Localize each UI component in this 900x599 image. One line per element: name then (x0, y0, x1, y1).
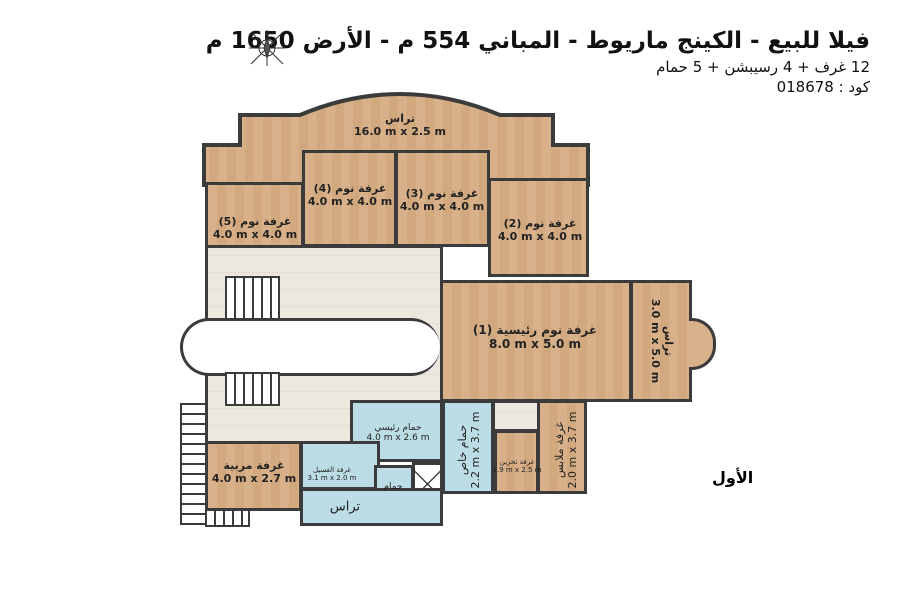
service-staircase (205, 509, 250, 527)
stair-void (180, 318, 440, 376)
room-dim: 3.1 m x 2.0 m (307, 474, 357, 482)
bedroom-2-label: غرفة نوم (2)4.0 m x 4.0 m (498, 217, 582, 243)
room-name: غرفة نوم رئيسية (1) (472, 323, 598, 337)
bedroom-3-label: غرفة نوم (3)4.0 m x 4.0 m (400, 187, 484, 213)
room-dim: 4.0 m x 4.0 m (212, 228, 298, 241)
room-name: غرفة نوم (3) (405, 187, 479, 200)
room-dim: 2.0 m x 3.7 m (566, 411, 579, 489)
room-name: حمام خاص (456, 424, 469, 476)
storage-room (494, 430, 539, 494)
master-bedroom-label: غرفة نوم رئيسية (1)8.0 m x 5.0 m (473, 323, 597, 351)
bedroom-2 (488, 178, 589, 277)
floor-label: الأول (712, 468, 754, 487)
bedroom-4-label: غرفة نوم (4)4.0 m x 4.0 m (308, 182, 392, 208)
room-name: غرفة تخزين (499, 458, 535, 466)
terrace-bottom-label: تراس (330, 500, 360, 515)
room-name: غرفة نوم (5) (218, 215, 292, 228)
room-name: تراس (385, 112, 415, 125)
room-dim: 4.0 m x 4.0 m (497, 230, 583, 243)
bedroom-5-label: غرفة نوم (5)4.0 m x 4.0 m (213, 215, 297, 241)
terrace-top-shape (202, 92, 590, 187)
room-name: غرفة نوم (2) (503, 217, 577, 230)
terrace-right (630, 280, 692, 402)
listing-title: فيلا للبيع - الكينج ماريوط - المباني 554… (205, 28, 870, 54)
room-dim: 3.0 m x 5.0 m (649, 298, 662, 384)
dressing-hall (492, 400, 542, 432)
room-dim: 4.0 m x 4.0 m (399, 200, 485, 213)
room-dim: 1.9 m x 2.5 m (492, 466, 542, 474)
small-bathroom-label: حمام (383, 482, 402, 492)
room-name: غرفة الغسيل (313, 466, 351, 474)
room-name: غرفة ملابس (553, 421, 566, 479)
listing-summary: 12 غرف + 4 رسيبشن + 5 حمام (656, 58, 870, 76)
room-dim: 16.0 m x 2.5 m (354, 125, 446, 138)
room-name: غرفة نوم (4) (313, 182, 387, 195)
listing-code: كود : 018678 (776, 78, 870, 96)
room-name: تراس (329, 499, 361, 515)
service-staircase (180, 403, 207, 525)
staircase (225, 372, 280, 406)
room-dim: 2.2 m x 3.7 m (469, 411, 482, 489)
room-name: غرفة مربية (223, 459, 285, 472)
terrace-bottom (300, 488, 443, 526)
private-bathroom (442, 400, 494, 494)
bedroom-4 (302, 150, 397, 247)
compass-icon (249, 30, 285, 66)
room-dim: 4.0 m x 2.7 m (211, 472, 297, 485)
room-dim: 4.0 m x 4.0 m (307, 195, 393, 208)
room-name: تراس (662, 326, 675, 356)
staircase (225, 276, 280, 320)
nanny-room (205, 441, 302, 511)
room-dim: 8.0 m x 5.0 m (489, 337, 581, 351)
room-dim: 4.0 m x 2.6 m (366, 433, 430, 443)
closet-room (537, 400, 587, 494)
room-name: حمام (383, 482, 403, 492)
room-name: حمام رئيسي (374, 423, 422, 433)
terrace-bay (689, 318, 716, 370)
